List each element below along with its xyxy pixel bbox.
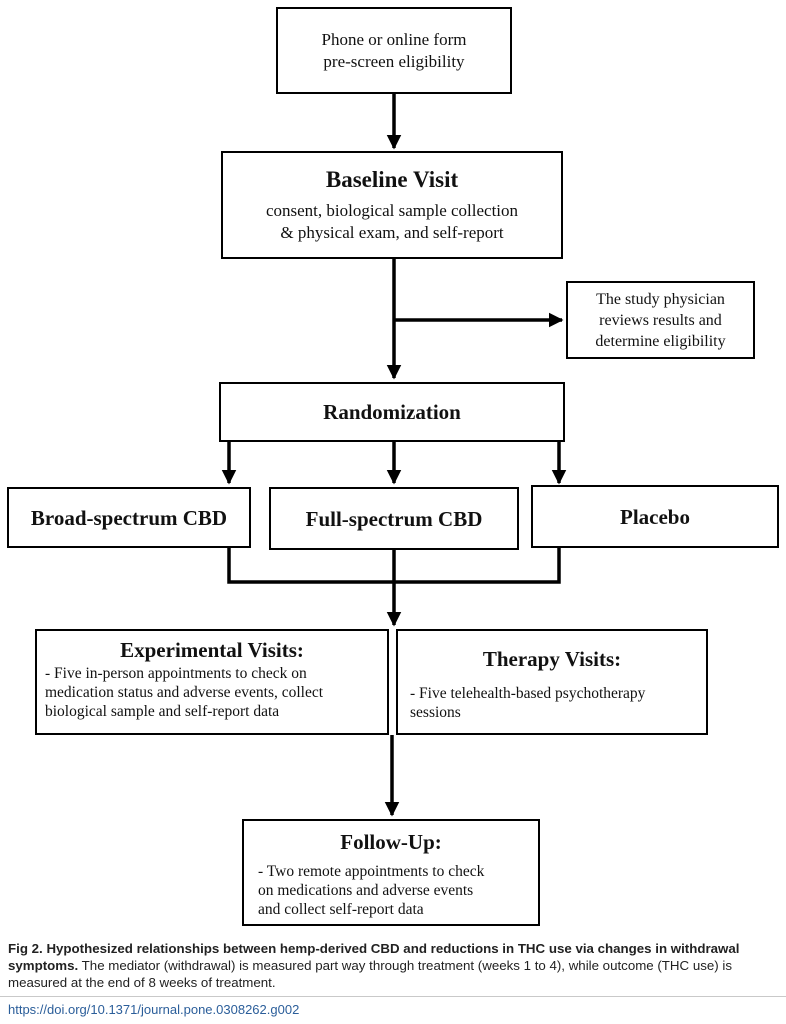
experimental-visits-line3: biological sample and self-report data bbox=[45, 703, 280, 720]
placebo-label: Placebo bbox=[620, 504, 690, 529]
full-spectrum-box: Full-spectrum CBD bbox=[269, 487, 519, 550]
therapy-visits-line1: - Five telehealth-based psychotherapy bbox=[410, 685, 646, 702]
figure-caption-bold: Hypothesized relationships between hemp-… bbox=[8, 941, 740, 973]
physician-line1: The study physician bbox=[596, 290, 725, 308]
doi-link[interactable]: https://doi.org/10.1371/journal.pone.030… bbox=[8, 1002, 300, 1017]
placebo-box: Placebo bbox=[531, 485, 779, 548]
figure-label: Fig 2. bbox=[8, 941, 43, 956]
follow-up-box: Follow-Up: - Two remote appointments to … bbox=[242, 819, 540, 926]
follow-up-line1: - Two remote appointments to check bbox=[258, 863, 485, 880]
experimental-visits-title: Experimental Visits: bbox=[120, 638, 304, 662]
follow-up-line2: on medications and adverse events bbox=[258, 882, 474, 899]
prescreen-box: Phone or online form pre-screen eligibil… bbox=[276, 7, 512, 94]
physician-box: The study physician reviews results and … bbox=[566, 281, 755, 359]
randomization-title: Randomization bbox=[323, 400, 461, 424]
baseline-line2: & physical exam, and self-report bbox=[280, 223, 504, 242]
broad-spectrum-label: Broad-spectrum CBD bbox=[30, 505, 228, 530]
therapy-visits-title: Therapy Visits: bbox=[482, 647, 622, 671]
follow-up-line3: and collect self-report data bbox=[258, 901, 424, 918]
follow-up-title: Follow-Up: bbox=[340, 830, 442, 854]
broad-spectrum-box: Broad-spectrum CBD bbox=[7, 487, 251, 548]
experimental-visits-box: Experimental Visits: - Five in-person ap… bbox=[35, 629, 389, 735]
therapy-visits-box: Therapy Visits: - Five telehealth-based … bbox=[396, 629, 708, 735]
physician-line3: determine eligibility bbox=[595, 332, 726, 350]
experimental-visits-line1: - Five in-person appointments to check o… bbox=[45, 665, 307, 682]
randomization-box: Randomization bbox=[219, 382, 565, 442]
baseline-title: Baseline Visit bbox=[325, 167, 459, 192]
full-spectrum-label: Full-spectrum CBD bbox=[305, 506, 483, 531]
experimental-visits-line2: medication status and adverse events, co… bbox=[45, 684, 324, 701]
figure-caption: Fig 2. Hypothesized relationships betwee… bbox=[8, 940, 778, 991]
figure-caption-text: The mediator (withdrawal) is measured pa… bbox=[8, 958, 732, 990]
therapy-visits-line2: sessions bbox=[410, 704, 461, 721]
prescreen-line1: Phone or online form bbox=[321, 29, 467, 49]
prescreen-line2: pre-screen eligibility bbox=[323, 51, 465, 71]
physician-line2: reviews results and bbox=[599, 311, 722, 329]
caption-divider bbox=[0, 996, 786, 997]
flow-connectors bbox=[221, 94, 567, 817]
baseline-line1: consent, biological sample collection bbox=[265, 201, 519, 220]
baseline-box: Baseline Visit consent, biological sampl… bbox=[221, 151, 563, 259]
